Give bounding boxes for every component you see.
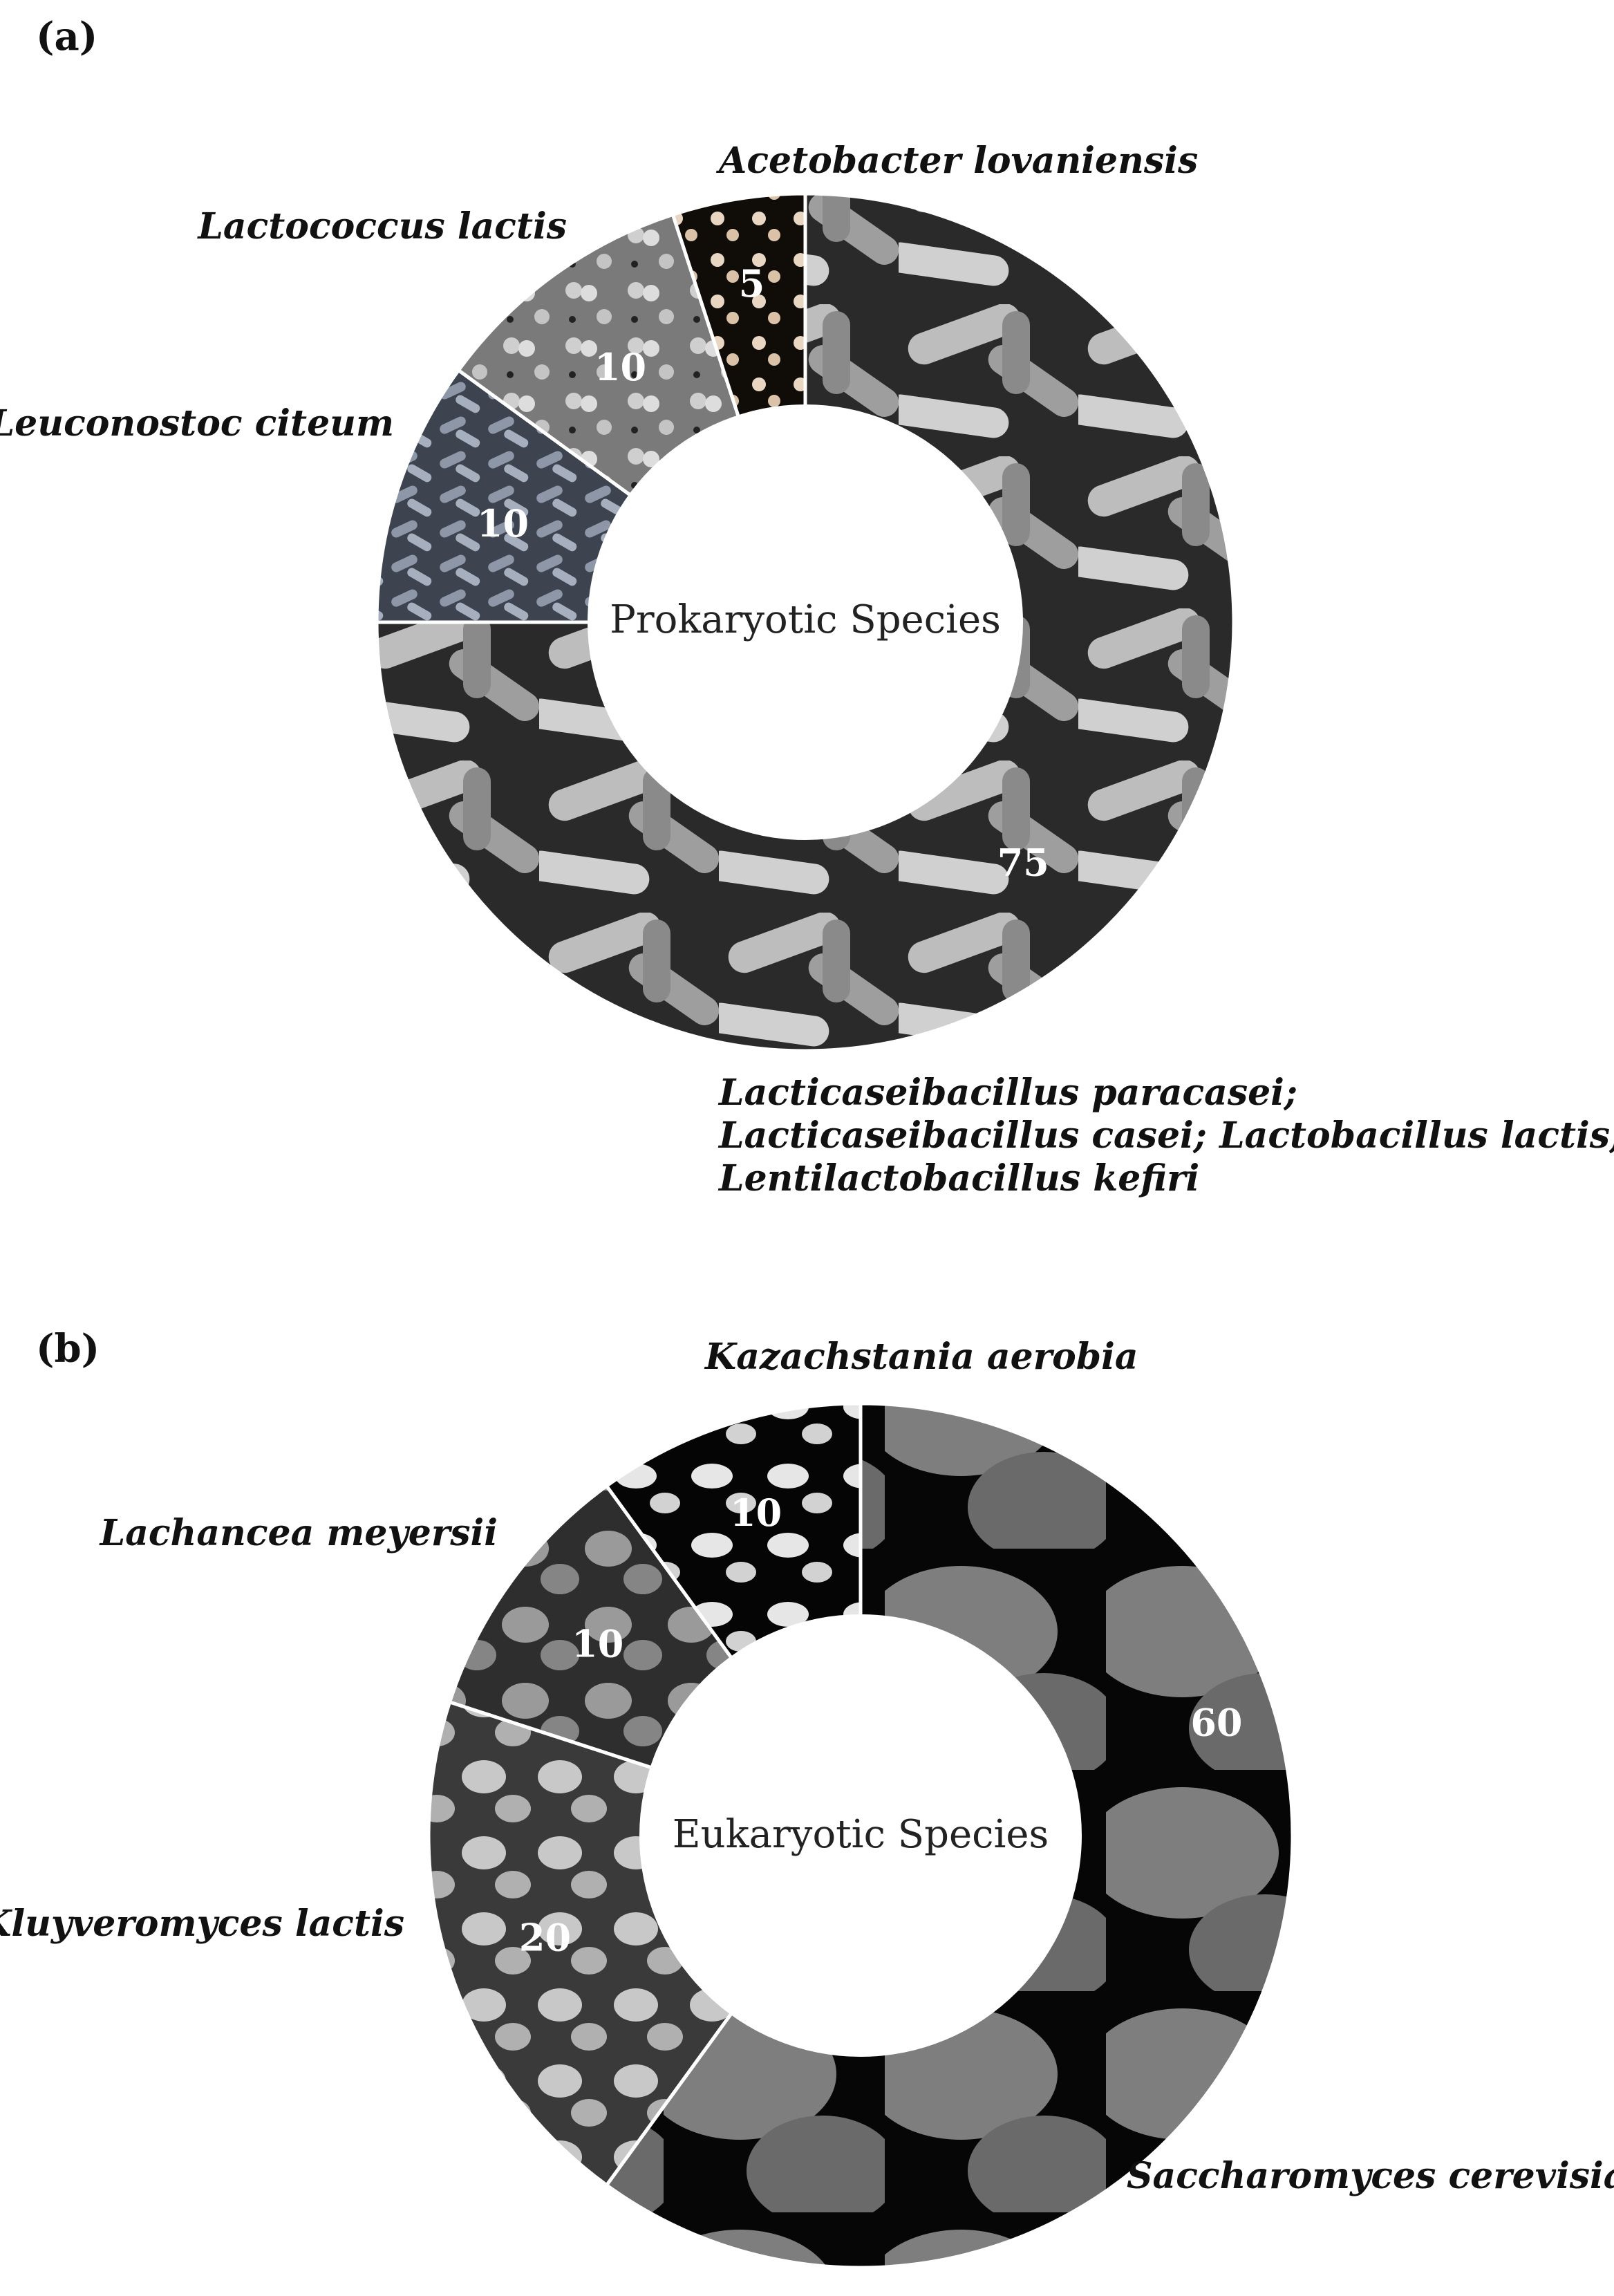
prokaryotic-species-label-1: Leuconostoc citeum xyxy=(0,402,394,445)
prokaryotic-donut-chart: (a) Prokaryotic Species 75 10 10 5 Lacticas… xyxy=(0,14,1614,1200)
prokaryotic-species-label-0-line-1: Lacticaseibacillus casei; Lactobacillus … xyxy=(717,1114,1614,1157)
prokaryotic-value-label-0: 75 xyxy=(997,841,1049,885)
eukaryotic-value-label-2: 10 xyxy=(572,1622,623,1666)
eukaryotic-species-label-0: Saccharomyces cerevisiae xyxy=(1127,2155,1614,2197)
eukaryotic-donut-chart: (b) Eukaryotic Species 60 20 10 10 Saccharo… xyxy=(0,1326,1614,2270)
eukaryotic-species-labels: Saccharomyces cerevisiae Kluyveromyces la… xyxy=(0,1336,1614,2197)
eukaryotic-center-label: Eukaryotic Species xyxy=(673,1812,1049,1857)
prokaryotic-donut-hole xyxy=(588,404,1023,840)
eukaryotic-species-label-3-line-0: Kazachstania aerobia xyxy=(704,1336,1138,1378)
prokaryotic-species-label-2-line-0: Lactococcus lactis xyxy=(196,205,567,248)
eukaryotic-species-label-1: Kluyveromyces lactis xyxy=(0,1903,404,1945)
prokaryotic-species-label-0: Lacticaseibacillus paracasei;Lacticaseib… xyxy=(717,1072,1614,1200)
panel-b-letter: (b) xyxy=(36,1326,100,1372)
eukaryotic-value-label-0: 60 xyxy=(1190,1700,1242,1744)
prokaryotic-value-label-2: 10 xyxy=(594,345,646,389)
eukaryotic-species-label-1-line-0: Kluyveromyces lactis xyxy=(0,1903,404,1945)
eukaryotic-species-label-2-line-0: Lachancea meyersii xyxy=(99,1512,498,1554)
eukaryotic-value-label-3: 10 xyxy=(730,1491,782,1535)
eukaryotic-species-label-2: Lachancea meyersii xyxy=(99,1512,498,1554)
eukaryotic-value-label-1: 20 xyxy=(519,1915,571,1959)
eukaryotic-species-label-0-line-0: Saccharomyces cerevisiae xyxy=(1127,2155,1614,2197)
eukaryotic-value-labels: 60 20 10 10 xyxy=(519,1491,1243,1959)
prokaryotic-species-label-3-line-0: Acetobacter lovaniensis xyxy=(715,140,1198,182)
eukaryotic-donut-hole xyxy=(639,1614,1082,2057)
prokaryotic-species-labels: Lacticaseibacillus paracasei;Lacticaseib… xyxy=(0,140,1614,1200)
prokaryotic-value-label-1: 10 xyxy=(477,501,529,545)
prokaryotic-species-label-3: Acetobacter lovaniensis xyxy=(715,140,1198,182)
eukaryotic-species-label-3: Kazachstania aerobia xyxy=(704,1336,1138,1378)
panel-a-letter: (a) xyxy=(36,14,97,59)
prokaryotic-species-label-1-line-0: Leuconostoc citeum xyxy=(0,402,394,445)
prokaryotic-value-label-3: 5 xyxy=(739,261,765,306)
prokaryotic-species-label-2: Lactococcus lactis xyxy=(196,205,567,248)
prokaryotic-species-label-0-line-2: Lentilactobacillus kefiri xyxy=(717,1157,1199,1200)
prokaryotic-center-label: Prokaryotic Species xyxy=(610,597,1001,642)
prokaryotic-value-labels: 75 10 10 5 xyxy=(477,261,1049,884)
prokaryotic-species-label-0-line-0: Lacticaseibacillus paracasei; xyxy=(717,1072,1297,1114)
